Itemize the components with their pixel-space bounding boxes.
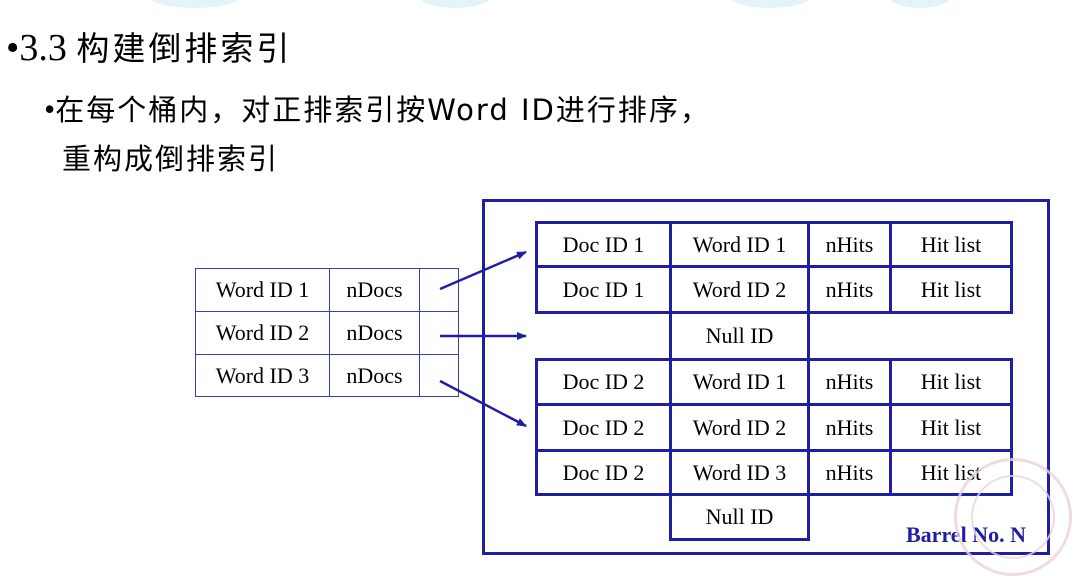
hit-list-cell: Hit list: [889, 265, 1013, 314]
null-id-cell: Null ID: [669, 311, 810, 361]
lexicon-count-cell: nDocs: [329, 268, 420, 312]
null-id-cell: Null ID: [669, 493, 810, 541]
subpoint-line1: •在每个桶内，对正排索引按Word ID进行排序，: [44, 88, 711, 131]
section-heading: •3.3 构建倒排索引: [6, 26, 292, 71]
nhits-cell: nHits: [807, 265, 892, 314]
top-decoration: [0, 0, 1074, 12]
nhits-cell: nHits: [807, 449, 892, 496]
doc-id-cell: Doc ID 2: [535, 449, 672, 496]
word-id-cell: Word ID 1: [669, 358, 810, 406]
arrow-word3-to-barrel: [439, 379, 527, 428]
lexicon-count-cell: nDocs: [329, 311, 420, 355]
heading-title: 构建倒排索引: [76, 29, 293, 68]
lexicon-pointer-cell: [419, 354, 459, 397]
heading-number: 3.3: [19, 27, 67, 69]
subpoint-bullet: •: [44, 91, 56, 127]
arrow-word1-to-barrel: [439, 250, 527, 291]
subpoint-text: 在每个桶内，对正排索引按Word ID进行排序，: [55, 93, 711, 127]
lexicon-word-cell: Word ID 1: [195, 268, 330, 312]
hit-list-cell: Hit list: [889, 403, 1013, 452]
hit-list-cell: Hit list: [889, 221, 1013, 268]
heading-bullet: •: [6, 27, 20, 69]
subpoint-line2: 重构成倒排索引: [62, 142, 280, 176]
lexicon-pointer-cell: [419, 311, 459, 355]
barrel-frame: [482, 199, 1050, 555]
word-id-cell: Word ID 2: [669, 265, 810, 314]
pointer-arrows: [439, 250, 527, 428]
doc-id-cell: Doc ID 1: [535, 265, 672, 314]
lexicon-pointer-cell: [419, 268, 459, 312]
lexicon-word-cell: Word ID 3: [195, 354, 330, 397]
word-id-cell: Word ID 1: [669, 221, 810, 268]
